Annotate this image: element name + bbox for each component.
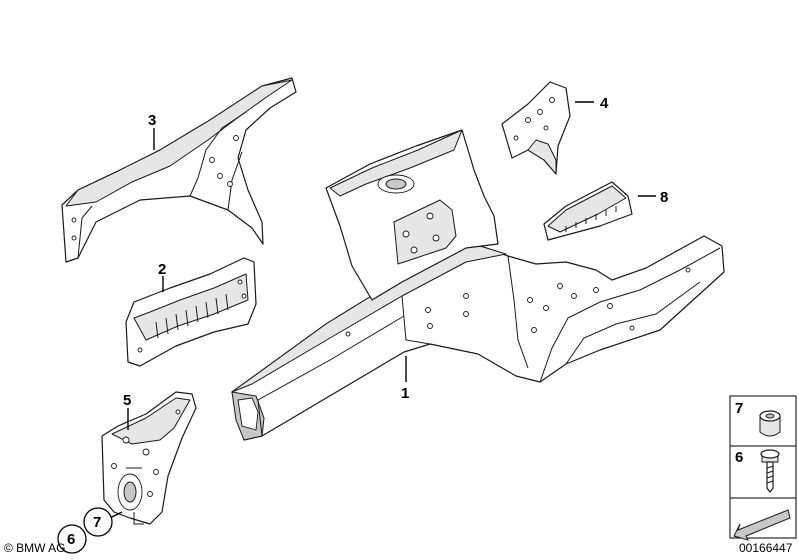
part-4-bracket[interactable]: [501, 81, 571, 175]
bolt-icon: [760, 449, 780, 493]
callout-2: 2: [158, 261, 166, 278]
callout-4: 4: [600, 95, 609, 112]
arrow-icon: [733, 509, 791, 541]
bushing-icon: [759, 410, 781, 437]
callout-1: 1: [401, 385, 409, 402]
part-5-lower-bracket[interactable]: [101, 391, 197, 525]
callout-7: 7: [93, 514, 101, 531]
callout-6: 6: [67, 531, 75, 548]
part-1-front-structure[interactable]: [231, 129, 725, 441]
part-8-ribbed-strip[interactable]: [543, 181, 633, 241]
copyright-text: © BMW AG: [4, 541, 66, 555]
callout-circle-7: 7: [83, 507, 113, 537]
leader-lines: [109, 101, 656, 519]
part-2-ribbed-panel[interactable]: [125, 257, 257, 367]
callout-3: 3: [148, 112, 156, 129]
part-3-wheelhouse-member[interactable]: [61, 77, 297, 263]
callout-8: 8: [660, 189, 668, 206]
callout-circle-6: 6: [57, 524, 87, 554]
legend-label-7: 7: [735, 400, 743, 417]
legend-column: 7 6: [729, 395, 797, 541]
callout-5: 5: [123, 392, 131, 409]
diagram-number: 00166447: [739, 541, 793, 555]
legend-label-6: 6: [735, 449, 743, 466]
